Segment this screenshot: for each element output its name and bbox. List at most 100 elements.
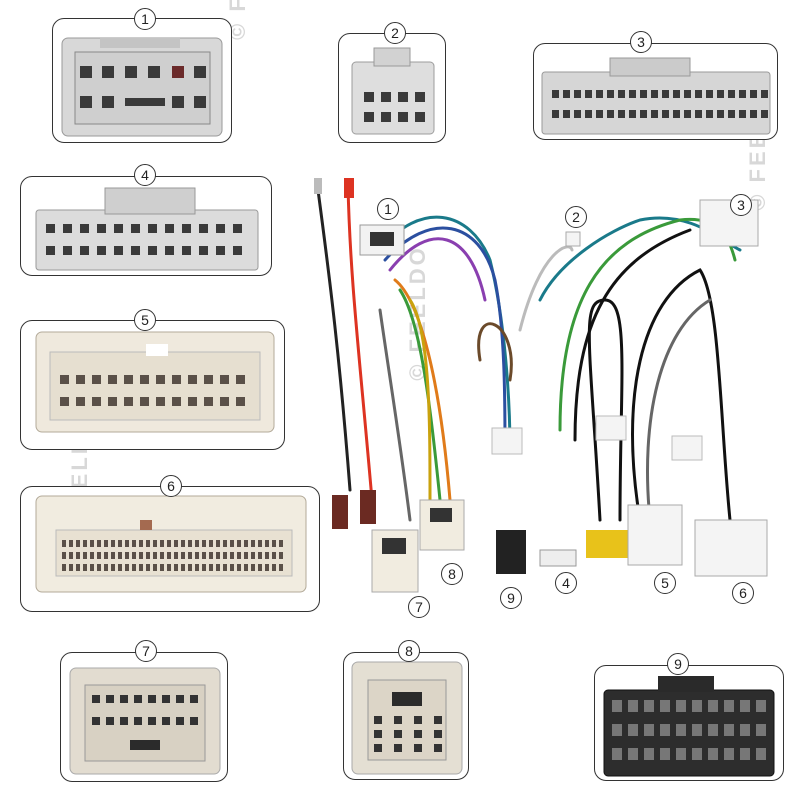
- pin-cavity: [644, 700, 654, 712]
- pin-cavity: [69, 564, 73, 571]
- pin-cavity: [76, 564, 80, 571]
- pin-cavity: [629, 110, 636, 118]
- pin-cavity: [139, 540, 143, 547]
- pin-cavity: [97, 564, 101, 571]
- connector-4-body: [35, 187, 259, 271]
- pin-cavity: [204, 375, 213, 384]
- pin-cavity: [233, 246, 242, 255]
- pin-cavity: [272, 564, 276, 571]
- pin-cavity: [740, 748, 750, 760]
- pin-cavity: [279, 564, 283, 571]
- pin-cavity: [585, 110, 592, 118]
- pin-cavity: [414, 716, 422, 724]
- pin-cavity: [684, 90, 691, 98]
- pin-cavity: [251, 540, 255, 547]
- pin-cavity: [202, 564, 206, 571]
- pin-cavity: [230, 552, 234, 559]
- pin-cavity: [607, 110, 614, 118]
- pin-cavity: [244, 540, 248, 547]
- pin-cavity: [618, 110, 625, 118]
- connector-label-1: 1: [134, 8, 156, 30]
- pin-cavity: [139, 552, 143, 559]
- pin-cavity: [724, 700, 734, 712]
- pin-cavity: [692, 700, 702, 712]
- connector-label-6: 6: [160, 475, 182, 497]
- pin-cavity: [172, 397, 181, 406]
- pin-cavity: [692, 748, 702, 760]
- pin-cavity: [660, 700, 670, 712]
- pin-cavity: [182, 246, 191, 255]
- pin-cavity: [596, 110, 603, 118]
- wire-harness: [316, 183, 742, 522]
- connector-label-8: 8: [398, 640, 420, 662]
- pin-cavity: [188, 552, 192, 559]
- connector-label-5: 5: [134, 309, 156, 331]
- pin-cavity: [131, 224, 140, 233]
- pin-cavity: [761, 110, 768, 118]
- pin-cavity: [237, 540, 241, 547]
- connector-3-body: [541, 57, 771, 135]
- pin-cavity: [199, 246, 208, 255]
- pin-cavity: [272, 540, 276, 547]
- pin-cavity: [628, 724, 638, 736]
- pin-cavity: [188, 540, 192, 547]
- pin-cavity: [125, 564, 129, 571]
- pin-cavity: [676, 748, 686, 760]
- pin-cavity: [216, 540, 220, 547]
- pin-cavity: [176, 695, 184, 703]
- pin-cavity: [146, 564, 150, 571]
- pin-cavity: [131, 246, 140, 255]
- pin-cavity: [717, 90, 724, 98]
- pin-cavity: [265, 552, 269, 559]
- pin-cavity: [223, 564, 227, 571]
- pin-cavity: [414, 730, 422, 738]
- pin-cavity: [629, 90, 636, 98]
- harness-label-3: 3: [730, 194, 752, 216]
- pin-cavity: [90, 564, 94, 571]
- pin-cavity: [739, 90, 746, 98]
- pin-cavity: [120, 717, 128, 725]
- harness-label-1: 1: [377, 198, 399, 220]
- pin-cavity: [750, 110, 757, 118]
- pin-cavity: [684, 110, 691, 118]
- pin-cavity: [202, 552, 206, 559]
- pin-cavity: [612, 724, 622, 736]
- harness-label-6: 6: [732, 582, 754, 604]
- pin-cavity: [167, 540, 171, 547]
- connector-label-9: 9: [667, 653, 689, 675]
- pin-cavity: [134, 695, 142, 703]
- pin-cavity: [162, 717, 170, 725]
- pin-cavity: [92, 375, 101, 384]
- pin-cavity: [251, 564, 255, 571]
- pin-cavity: [607, 90, 614, 98]
- pin-cavity: [237, 564, 241, 571]
- pin-cavity: [220, 397, 229, 406]
- pin-cavity: [230, 540, 234, 547]
- pin-cavity: [195, 564, 199, 571]
- pin-cavity: [104, 552, 108, 559]
- connector-6-body: [35, 495, 307, 593]
- pin-cavity: [111, 552, 115, 559]
- pin-cavity: [90, 552, 94, 559]
- harness-label-7: 7: [408, 596, 430, 618]
- pin-cavity: [673, 110, 680, 118]
- pin-cavity: [640, 90, 647, 98]
- pin-cavity: [434, 744, 442, 752]
- pin-cavity: [125, 540, 129, 547]
- connector-9-body: [603, 676, 775, 777]
- pin-cavity: [174, 552, 178, 559]
- pin-cavity: [162, 695, 170, 703]
- pin-cavity: [132, 540, 136, 547]
- pin-cavity: [230, 564, 234, 571]
- pin-cavity: [740, 724, 750, 736]
- pin-cavity: [118, 564, 122, 571]
- pin-cavity: [612, 748, 622, 760]
- pin-cavity: [394, 744, 402, 752]
- pin-cavity: [156, 397, 165, 406]
- pin-cavity: [181, 540, 185, 547]
- pin-cavity: [204, 397, 213, 406]
- pin-cavity: [374, 730, 382, 738]
- harness-label-9: 9: [500, 587, 522, 609]
- pin-cavity: [174, 564, 178, 571]
- pin-cavity: [434, 730, 442, 738]
